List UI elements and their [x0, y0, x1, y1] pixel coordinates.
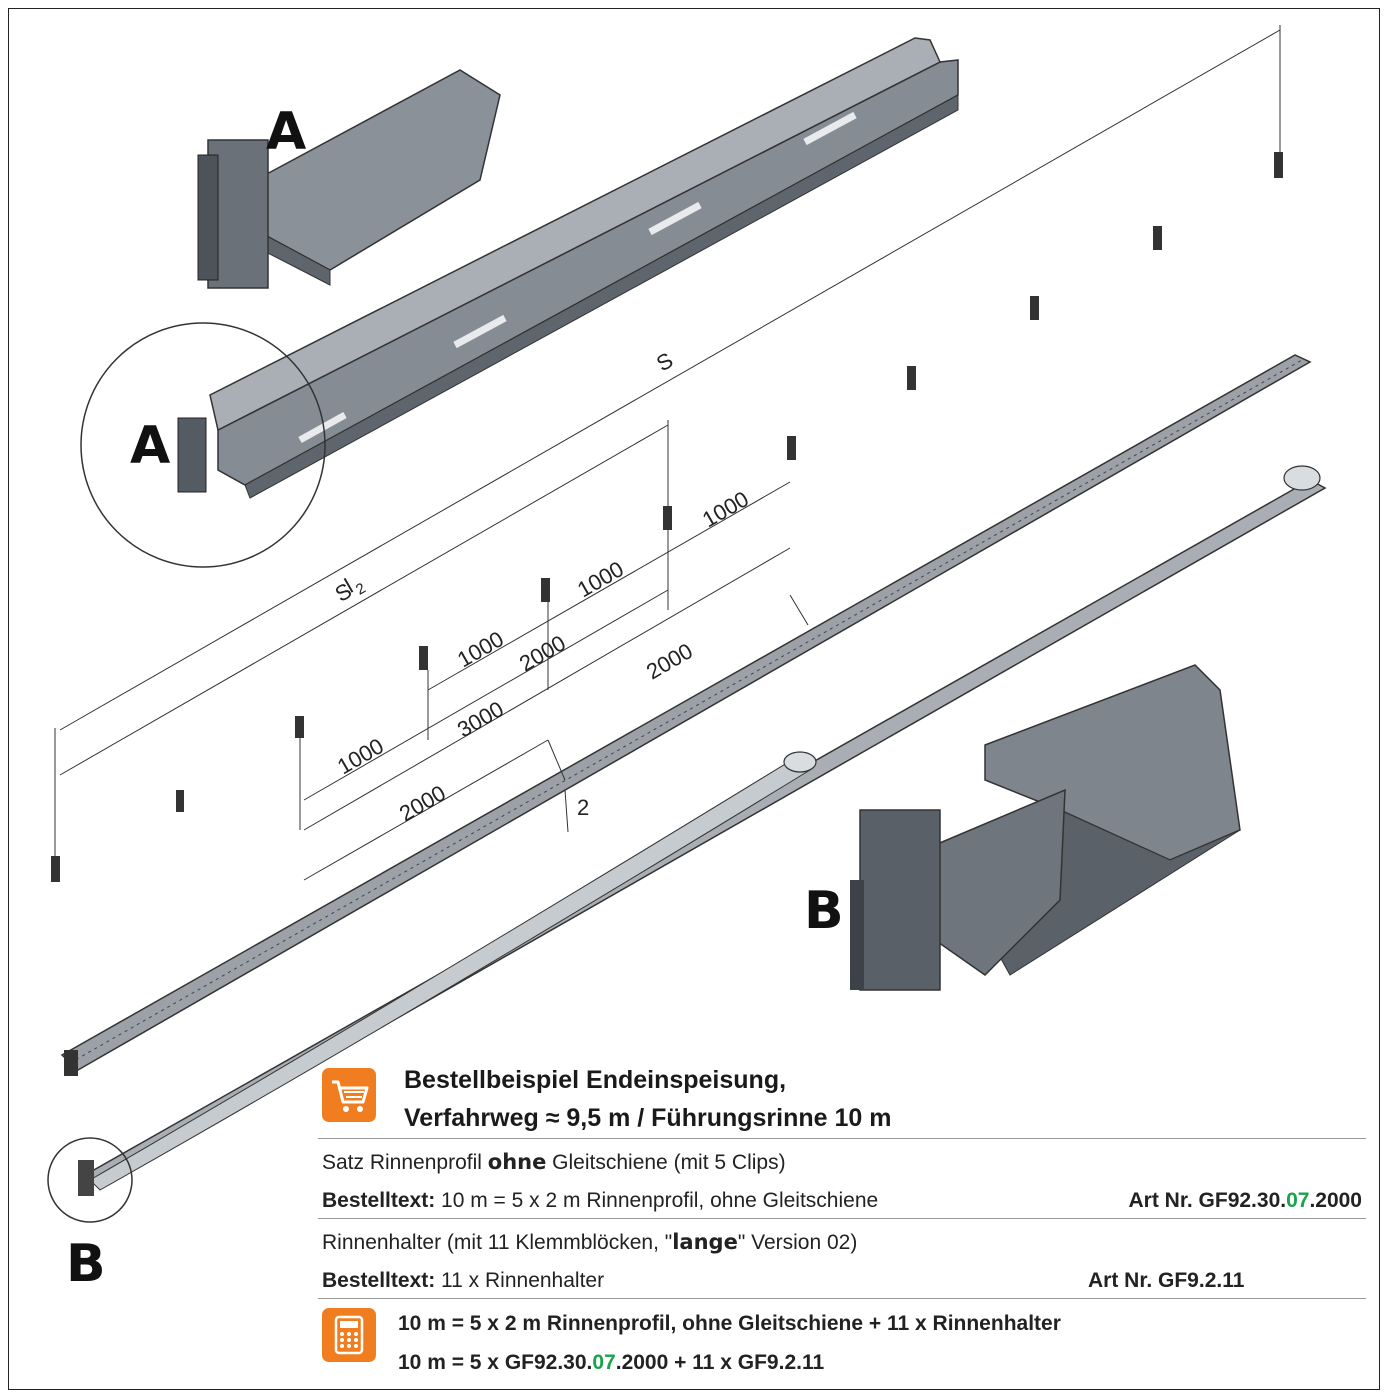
detail-circle-b [47, 1137, 133, 1223]
divider-1 [318, 1138, 1366, 1139]
page-frame [8, 8, 1380, 1390]
row4-label: Bestelltext: [322, 1269, 436, 1292]
order-row-2: Bestelltext: 10 m = 5 x 2 m Rinnenprofil… [322, 1190, 878, 1211]
dim-1000-b: 1000 [573, 556, 628, 602]
label-b-right: B [804, 881, 844, 941]
row3-post: " Version 02) [737, 1231, 858, 1254]
dim-s: S [652, 347, 677, 376]
shopping-cart-icon [322, 1068, 376, 1122]
order-title-line1: Bestellbeispiel Endeinspeisung, [404, 1066, 787, 1094]
dim-3000: 3000 [453, 696, 508, 742]
row4-text: 11 x Rinnenhalter [435, 1269, 605, 1292]
divider-3 [318, 1298, 1366, 1299]
order-row-3: Rinnenhalter (mit 11 Klemmblöcken, "lang… [322, 1230, 858, 1254]
dim-1000-d: 1000 [333, 733, 388, 779]
label-a-lower: A [130, 416, 171, 476]
order-row-4: Bestelltext: 11 x Rinnenhalter [322, 1270, 604, 1291]
calculator-icon [322, 1308, 376, 1362]
row1-pre: Satz Rinnenprofil [322, 1151, 488, 1174]
divider-2 [318, 1218, 1366, 1219]
dim-2000-a: 2000 [515, 630, 570, 676]
guide-rail [60, 354, 1312, 1076]
detail-circle-a [80, 322, 326, 568]
row3-pre: Rinnenhalter (mit 11 Klemmblöcken, " [322, 1231, 673, 1254]
row2-article: Art Nr. GF92.30.07.2000 [1129, 1190, 1362, 1211]
upper-channel-profile [209, 37, 959, 499]
dimension-lines [59, 29, 1281, 881]
calc-line-1: 10 m = 5 x 2 m Rinnenprofil, ohne Gleits… [398, 1312, 1061, 1335]
dim-1000-a: 1000 [698, 486, 753, 532]
order-title-line2: Verfahrweg ≈ 9,5 m / Führungsrinne 10 m [404, 1104, 892, 1132]
row2-art-pre: Art Nr. GF92.30. [1128, 1189, 1287, 1212]
order-row-1: Satz Rinnenprofil ohne Gleitschiene (mit… [322, 1150, 786, 1174]
label-a-upper: A [266, 102, 307, 162]
calc-line-2: 10 m = 5 x GF92.30.07.2000 + 11 x GF9.2.… [398, 1352, 824, 1373]
row2-art-hl: 07 [1286, 1189, 1310, 1212]
row3-bold: lange [672, 1230, 738, 1254]
detail-b-end-piece [850, 664, 1241, 991]
row2-art-post: .2000 [1309, 1189, 1362, 1212]
dim-2000-b: 2000 [642, 638, 697, 684]
dim-2: 2 [577, 795, 589, 820]
dim-1000-c: 1000 [453, 626, 508, 672]
dim-2000-c: 2000 [395, 780, 450, 826]
row2-label: Bestelltext: [322, 1189, 436, 1212]
cable-chain-rail [47, 465, 1327, 1223]
label-b-left: B [66, 1234, 106, 1294]
row1-bold: ohne [487, 1150, 547, 1174]
row2-text: 10 m = 5 x 2 m Rinnenprofil, ohne Gleits… [435, 1189, 879, 1212]
calc2-pre: 10 m = 5 x GF92.30. [398, 1351, 593, 1374]
calc2-hl: 07 [592, 1351, 616, 1374]
dim-s-half: S l 2 [331, 574, 369, 607]
row4-article: Art Nr. GF9.2.11 [1088, 1269, 1245, 1292]
calc2-post: .2000 + 11 x GF9.2.11 [615, 1351, 825, 1374]
detail-a-channel [197, 69, 501, 289]
row1-post: Gleitschiene (mit 5 Clips) [546, 1151, 786, 1174]
